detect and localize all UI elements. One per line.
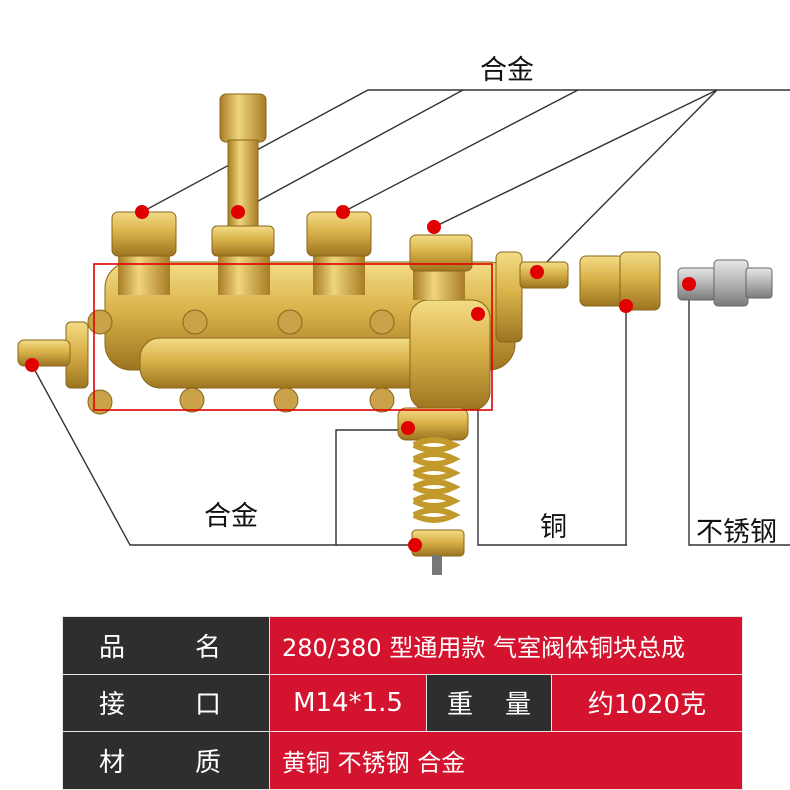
spec-row-material: 材 质 黄铜 不锈钢 合金 xyxy=(62,731,743,790)
label-port-a: 接 xyxy=(99,690,126,721)
label-weight-a: 重 xyxy=(447,690,474,721)
label-weight-b: 量 xyxy=(504,690,531,721)
value-cell-weight: 约1020克 xyxy=(551,673,743,733)
value-name: 280/380 型通用款 气室阀体铜块总成 xyxy=(282,633,685,662)
value-cell-port: M14*1.5 xyxy=(269,673,427,733)
label-name-b: 名 xyxy=(194,632,221,663)
value-port: M14*1.5 xyxy=(293,687,403,718)
brass-quick-coupler xyxy=(579,251,661,311)
label-cell-weight: 重 量 xyxy=(426,673,552,733)
label-name-a: 品 xyxy=(99,632,126,663)
label-cell-port: 接 口 xyxy=(62,673,270,733)
callout-alloy-bottom: 合金 xyxy=(204,501,258,532)
label-cell-name: 品 名 xyxy=(62,616,270,675)
valve-manifold xyxy=(17,93,569,575)
spec-row-port: 接 口 M14*1.5 重 量 约1020克 xyxy=(62,673,743,733)
spec-table: 品 名 280/380 型通用款 气室阀体铜块总成 接 口 M14*1.5 重 … xyxy=(62,616,743,790)
callout-markers xyxy=(25,205,696,552)
value-cell-material: 黄铜 不锈钢 合金 xyxy=(269,731,743,790)
leader-lines xyxy=(31,89,790,546)
stainless-plug xyxy=(677,259,773,307)
label-material-b: 质 xyxy=(194,748,221,779)
spec-row-name: 品 名 280/380 型通用款 气室阀体铜块总成 xyxy=(62,616,743,675)
callout-alloy-top: 合金 xyxy=(480,55,534,86)
label-port-b: 口 xyxy=(194,690,221,721)
label-material-a: 材 xyxy=(99,748,126,779)
callout-copper: 铜 xyxy=(540,512,567,543)
value-cell-name: 280/380 型通用款 气室阀体铜块总成 xyxy=(269,616,743,675)
callout-stainless: 不锈钢 xyxy=(696,517,777,548)
value-material: 黄铜 不锈钢 合金 xyxy=(282,749,466,778)
label-cell-material: 材 质 xyxy=(62,731,270,790)
highlight-frame xyxy=(93,263,493,411)
value-weight: 约1020克 xyxy=(587,690,707,721)
product-diagram xyxy=(17,89,790,575)
